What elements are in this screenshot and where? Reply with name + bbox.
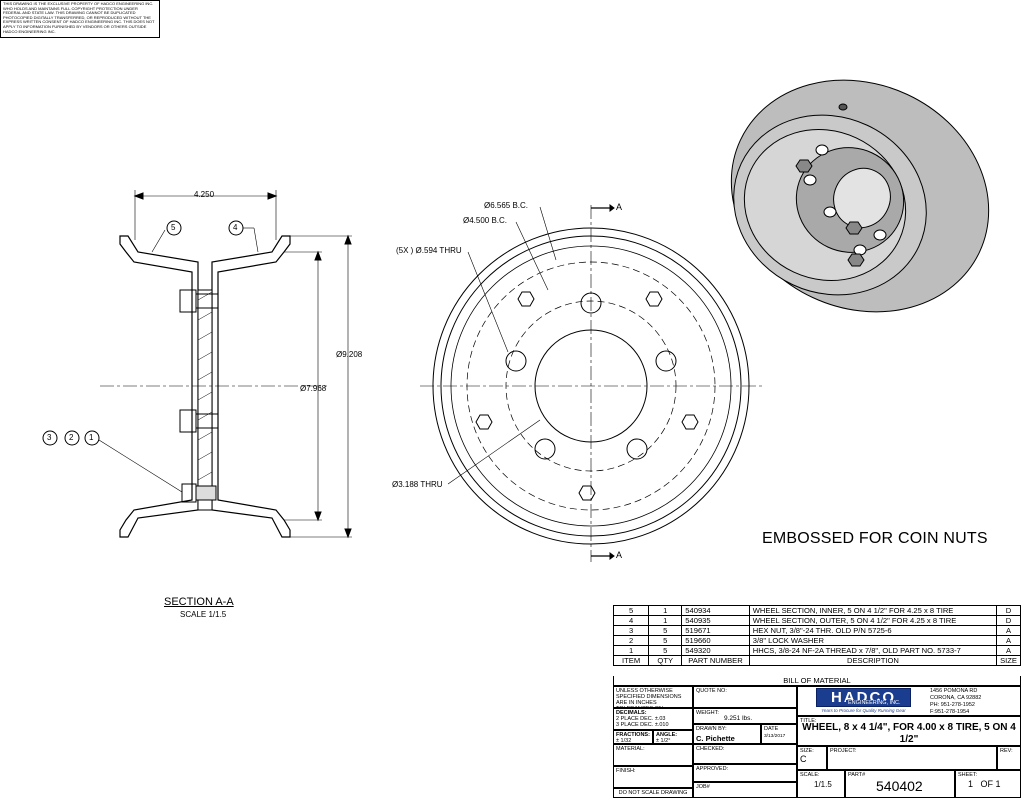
bom-cell-qty: 5	[648, 635, 683, 646]
date-field: DATE 3/13/2017	[761, 724, 797, 744]
approved-field: APPROVED:	[693, 764, 797, 782]
drawn-by-field: DRAWN BY: C. Pichette	[693, 724, 761, 744]
section-scale: SCALE 1/1.5	[180, 610, 227, 619]
bom-header-cell: SIZE	[996, 655, 1021, 666]
hadco-logo: HADCO ENGINEERING, INC. Years to Procure…	[816, 688, 911, 713]
dim-outer-diameter: Ø9.208	[336, 350, 363, 359]
quote-field: QUOTE NO:	[693, 686, 797, 708]
bom-cell-item: 4	[612, 615, 650, 626]
sheet-field: SHEET: 1 OF 1	[955, 770, 1021, 798]
balloon-1: 1	[89, 433, 94, 442]
bom-cell-part: 540935	[681, 615, 750, 626]
bom-cell-desc: 3/8" LOCK WASHER	[748, 635, 998, 646]
dim-width: 4.250	[194, 190, 215, 199]
bom-cell-qty: 1	[648, 615, 683, 626]
embossed-note: EMBOSSED FOR COIN NUTS	[762, 530, 988, 547]
bom-cell-desc: WHEEL SECTION, INNER, 5 ON 4 1/2" FOR 4.…	[748, 605, 998, 616]
part-field: PART#	[845, 770, 955, 798]
bom-header-cell: PART NUMBER	[681, 655, 750, 666]
project-field: PROJECT:	[827, 746, 997, 770]
bom-cell-part: 519671	[681, 625, 750, 636]
bom-cell-desc: HHCS, 3/8-24 NF-2A THREAD x 7/8", OLD PA…	[748, 645, 998, 656]
label-center-hole: Ø3.188 THRU	[392, 480, 443, 489]
bom-cell-size: A	[996, 645, 1021, 656]
bom-cell-item: 5	[612, 605, 650, 616]
label-holes: (5X ) Ø.594 THRU	[396, 246, 462, 255]
isometric-view	[730, 79, 990, 313]
bom-cell-qty: 5	[648, 645, 683, 656]
tolerance-note: UNLESS OTHERWISE SPECIFIED DIMENSIONS AR…	[613, 686, 693, 708]
bom-header-cell: QTY	[648, 655, 683, 666]
drawing-title: WHEEL, 8 x 4 1/4", FOR 4.00 x 8 TIRE, 5 …	[802, 722, 1016, 745]
bom-cell-part: 549320	[681, 645, 750, 656]
balloon-3: 3	[47, 433, 52, 442]
balloon-4: 4	[233, 223, 238, 232]
company-block	[797, 686, 1021, 716]
bom-cell-desc: HEX NUT, 3/8"-24 THR. OLD P/N 5725-6	[748, 625, 998, 636]
section-marker-bottom: A	[616, 550, 623, 560]
balloon-2: 2	[69, 433, 74, 442]
bom-cell-desc: WHEEL SECTION, OUTER, 5 ON 4 1/2" FOR 4.…	[748, 615, 998, 626]
bom-header-cell: ITEM	[612, 655, 650, 666]
label-bc-inner: Ø4.500 B.C.	[463, 216, 508, 225]
bom-cell-size: A	[996, 625, 1021, 636]
bom-cell-qty: 5	[648, 625, 683, 636]
bom-cell-part: 519660	[681, 635, 750, 646]
material-field: MATERIAL:	[613, 744, 693, 766]
title-field: TITLE:	[797, 716, 1021, 746]
section-view	[42, 190, 352, 539]
section-marker-top: A	[616, 202, 623, 212]
checked-field: CHECKED:	[693, 744, 797, 764]
bom-header-cell: DESCRIPTION	[748, 655, 998, 666]
fractions-block: FRACTIONS: ± 1/32	[613, 730, 653, 744]
section-title: SECTION A-A	[164, 596, 234, 608]
decimals-block: DECIMALS: 2 PLACE DEC. ±.03 3 PLACE DEC.…	[613, 708, 693, 730]
dim-inner-diameter: Ø7.968	[300, 384, 327, 393]
bom-cell-part: 540934	[681, 605, 750, 616]
size-field: SIZE: C	[797, 746, 827, 770]
bom-caption: BILL OF MATERIAL	[613, 676, 1021, 686]
no-scale-note: DO NOT SCALE DRAWING	[613, 788, 693, 798]
company-address: 1456 POMONA RD CORONA, CA 92882 PH: 951-…	[930, 688, 982, 715]
job-field: JOB#	[693, 782, 797, 798]
bom-cell-size: D	[996, 615, 1021, 626]
bom-cell-qty: 1	[648, 605, 683, 616]
bom-cell-item: 3	[612, 625, 650, 636]
balloon-5: 5	[171, 223, 176, 232]
rev-field: REV:	[997, 746, 1021, 770]
scale-field: SCALE: 1/1.5	[797, 770, 845, 798]
bom-cell-size: D	[996, 605, 1021, 616]
bom-cell-size: A	[996, 635, 1021, 646]
copyright-notice: THIS DRAWING IS THE EXCLUSIVE PROPERTY O…	[0, 0, 160, 38]
part-number: 540402	[876, 778, 923, 794]
weight-field: WEIGHT: 9.251 lbs.	[693, 708, 797, 724]
bom-cell-item: 1	[612, 645, 650, 656]
label-bc-outer: Ø6.565 B.C.	[484, 201, 529, 210]
angle-block: ANGLE: ± 1/2°	[653, 730, 693, 744]
finish-field: FINISH:	[613, 766, 693, 788]
front-view	[420, 204, 762, 562]
bom-cell-item: 2	[612, 635, 650, 646]
title-block: UNLESS OTHERWISE SPECIFIED DIMENSIONS AR…	[613, 686, 1021, 798]
